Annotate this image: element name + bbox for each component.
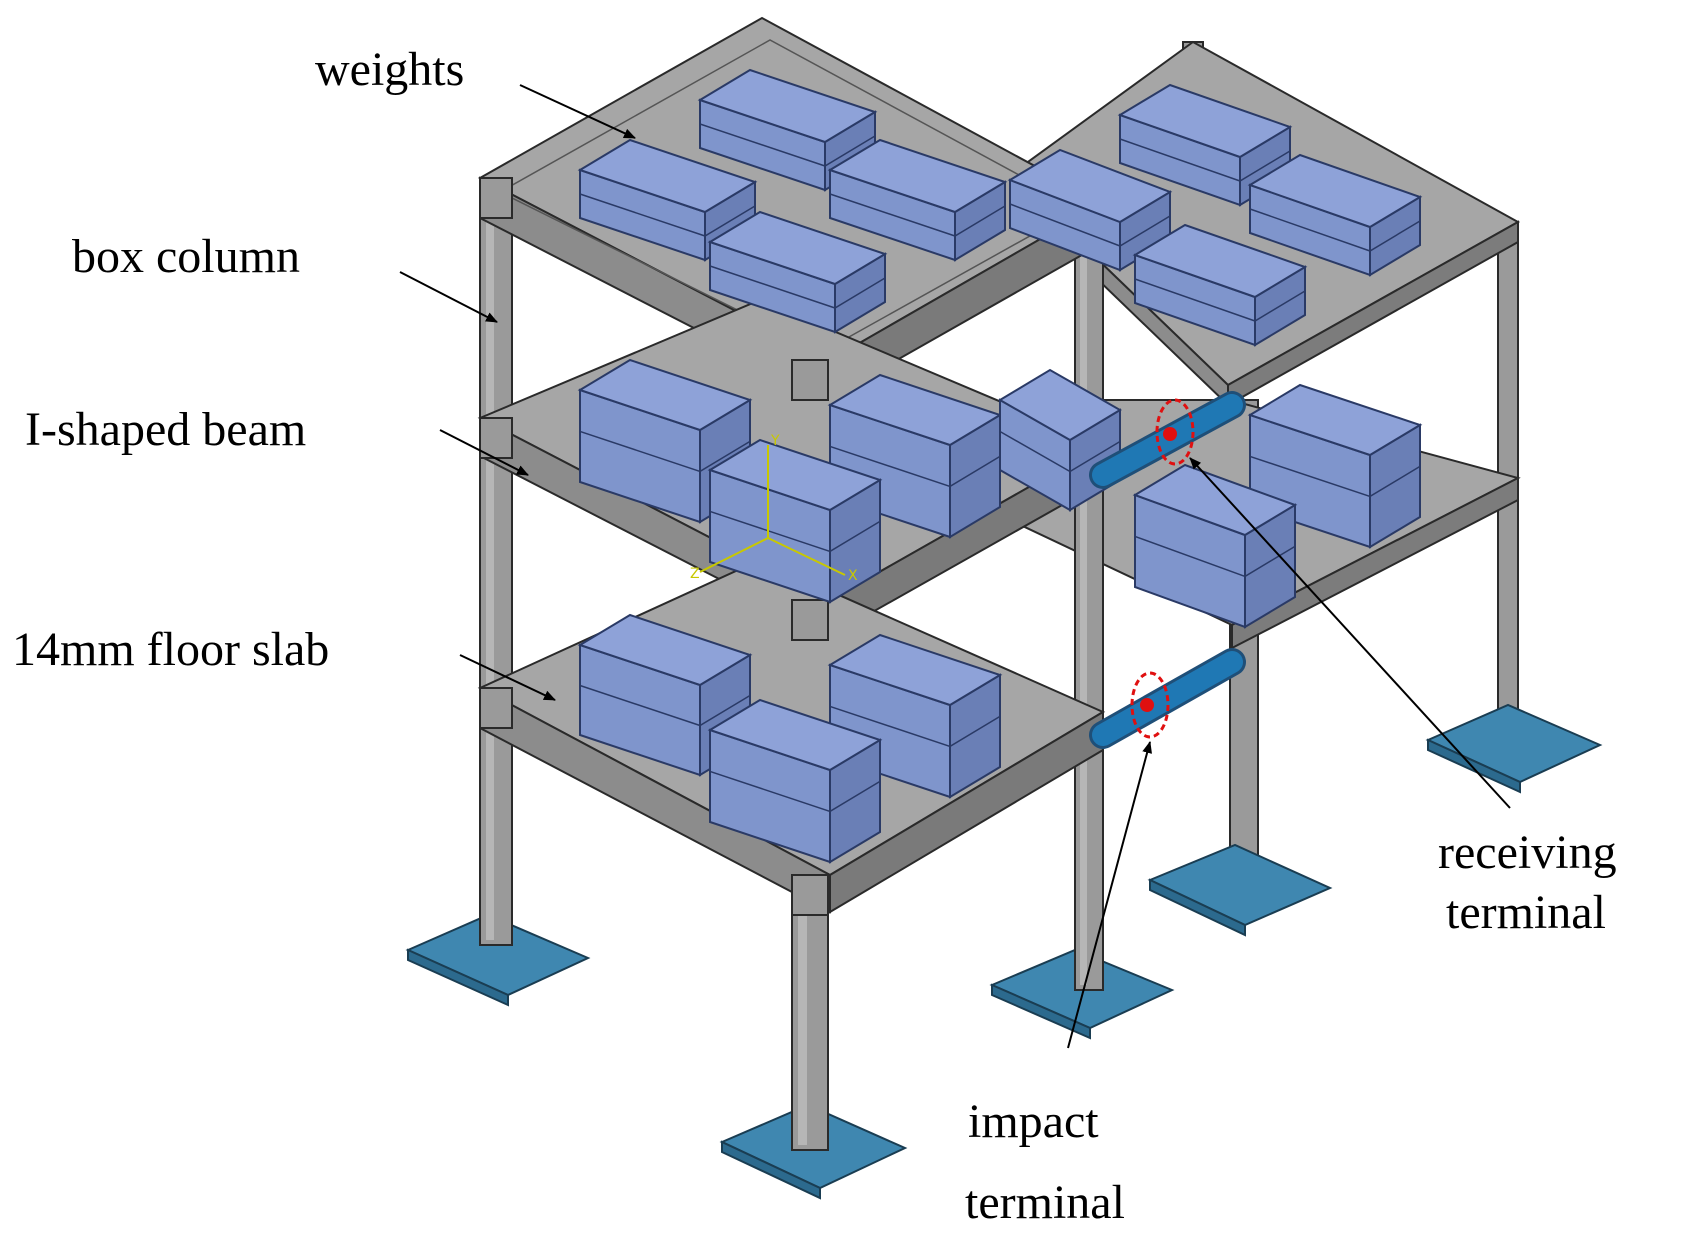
- base-plate: [1147, 843, 1333, 927]
- box-column: [1074, 199, 1104, 991]
- label-box-column: box column: [72, 230, 300, 283]
- axis-x-label: X: [848, 568, 858, 584]
- label-i-shaped-beam: I-shaped beam: [25, 403, 306, 456]
- label-receiving-line2: terminal: [1446, 886, 1606, 939]
- weight-block: [1132, 463, 1298, 629]
- axis-triad: [699, 445, 846, 576]
- weight-block: [1247, 153, 1423, 277]
- weight-block: [707, 698, 883, 864]
- connecting-pipes: [1089, 391, 1246, 749]
- axis-z-label: Z: [690, 566, 700, 582]
- box-column: [479, 184, 513, 946]
- weight-block: [577, 138, 758, 262]
- label-floor-slab: 14mm floor slab: [12, 623, 329, 676]
- callout-arrows: [399, 84, 1511, 1049]
- label-weights: weights: [315, 43, 464, 96]
- receiving-marker: [1155, 398, 1195, 466]
- label-receiving-line1: receiving: [1438, 826, 1617, 879]
- axis-y-label: Y: [770, 433, 780, 449]
- label-impact-line1: impact: [968, 1095, 1099, 1148]
- weight-block: [1132, 223, 1308, 347]
- weight-block: [707, 438, 883, 604]
- weights-group: [577, 68, 1423, 864]
- weight-block: [1117, 83, 1293, 207]
- label-impact-line2: terminal: [965, 1176, 1125, 1229]
- weight-block: [827, 138, 1008, 262]
- impact-marker: [1130, 671, 1170, 739]
- base-plate: [1425, 703, 1603, 784]
- weight-block: [707, 210, 888, 334]
